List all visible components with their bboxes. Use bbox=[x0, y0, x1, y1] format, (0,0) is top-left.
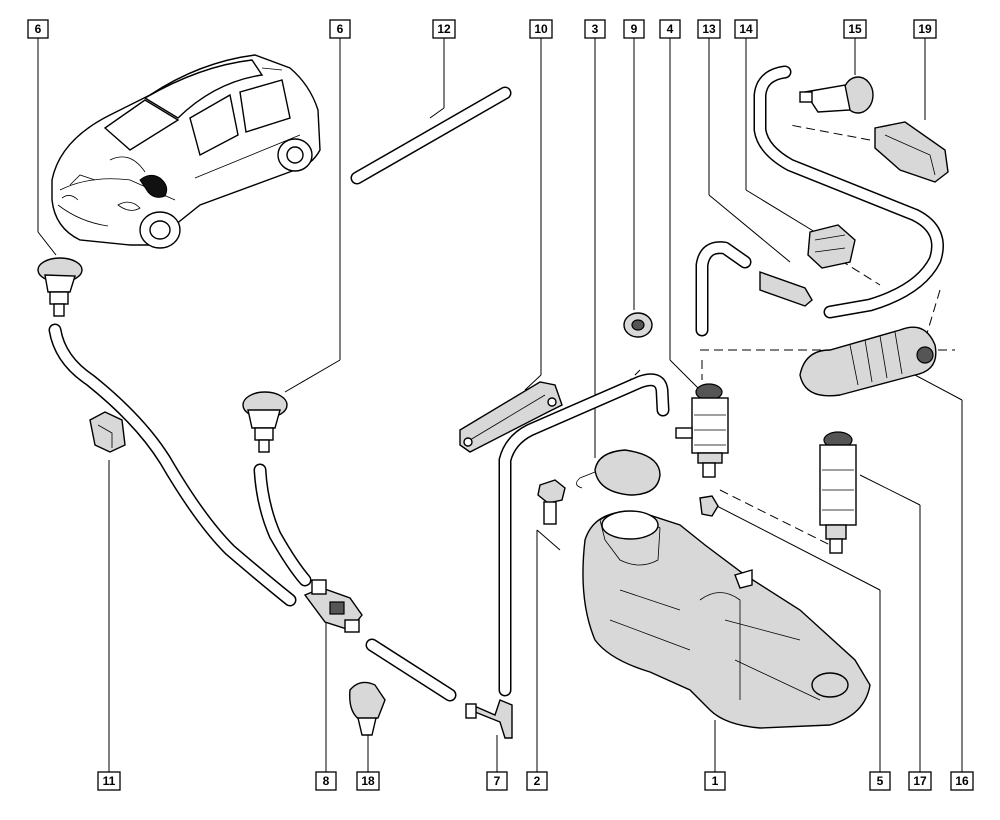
callout-9: 9 bbox=[623, 19, 645, 39]
callout-10: 10 bbox=[529, 19, 553, 39]
washer-jet-center bbox=[242, 391, 288, 453]
callout-12: 12 bbox=[432, 19, 456, 39]
callout-label: 4 bbox=[667, 22, 674, 36]
callout-label: 16 bbox=[955, 774, 969, 788]
callout-label: 12 bbox=[437, 22, 451, 36]
callout-15: 15 bbox=[843, 19, 867, 39]
callout-2: 2 bbox=[526, 771, 548, 791]
callout-label: 8 bbox=[323, 774, 330, 788]
callout-label: 19 bbox=[918, 22, 932, 36]
jet-support-bracket bbox=[874, 121, 949, 183]
rear-washer-jet bbox=[799, 76, 874, 114]
callout-18: 18 bbox=[356, 771, 380, 791]
callout-1: 1 bbox=[704, 771, 726, 791]
hose-bracket bbox=[459, 381, 563, 453]
callout-4: 4 bbox=[659, 19, 681, 39]
callout-label: 18 bbox=[361, 774, 375, 788]
callout-13: 13 bbox=[697, 19, 721, 39]
callout-label: 3 bbox=[592, 22, 599, 36]
callout-17: 17 bbox=[908, 771, 932, 791]
filler-cap bbox=[576, 449, 661, 496]
callout-label: 15 bbox=[848, 22, 862, 36]
pump-seal bbox=[699, 495, 719, 517]
callout-label: 2 bbox=[534, 774, 541, 788]
callout-19: 19 bbox=[913, 19, 937, 39]
callout-label: 17 bbox=[913, 774, 927, 788]
bonnet-clip bbox=[349, 681, 386, 736]
callout-14: 14 bbox=[734, 19, 758, 39]
callout-label: 6 bbox=[35, 22, 42, 36]
washer-pump bbox=[675, 383, 729, 478]
callout-label: 13 bbox=[702, 22, 716, 36]
callout-8: 8 bbox=[315, 771, 337, 791]
mounting-bolt bbox=[537, 479, 566, 525]
callout-label: 9 bbox=[631, 22, 638, 36]
hose-retaining-clip bbox=[807, 224, 856, 269]
callout-7: 7 bbox=[486, 771, 508, 791]
callout-label: 5 bbox=[877, 774, 884, 788]
callout-label: 10 bbox=[534, 22, 548, 36]
washer-reservoir bbox=[582, 510, 871, 729]
callout-label: 6 bbox=[337, 22, 344, 36]
hoses bbox=[48, 65, 944, 702]
elbow-connector bbox=[465, 699, 513, 739]
callout-5: 5 bbox=[869, 771, 891, 791]
callout-16: 16 bbox=[950, 771, 974, 791]
washer-jet-left bbox=[37, 257, 83, 317]
callout-label: 1 bbox=[712, 774, 719, 788]
callout-label: 7 bbox=[494, 774, 501, 788]
callout-label: 11 bbox=[103, 774, 116, 788]
hose-connector bbox=[759, 271, 813, 307]
callout-6a: 6 bbox=[27, 19, 49, 39]
pump-grommet bbox=[623, 312, 653, 338]
callout-6b: 6 bbox=[329, 19, 351, 39]
hose-clip bbox=[89, 411, 126, 453]
tailgate-hose-bellows bbox=[799, 326, 937, 397]
callout-label: 14 bbox=[739, 22, 753, 36]
vehicle-location-illustration bbox=[51, 54, 321, 249]
callout-3: 3 bbox=[584, 19, 606, 39]
non-return-valve bbox=[303, 579, 363, 633]
callout-11: 11 bbox=[97, 771, 121, 791]
rear-washer-pump bbox=[819, 431, 857, 554]
